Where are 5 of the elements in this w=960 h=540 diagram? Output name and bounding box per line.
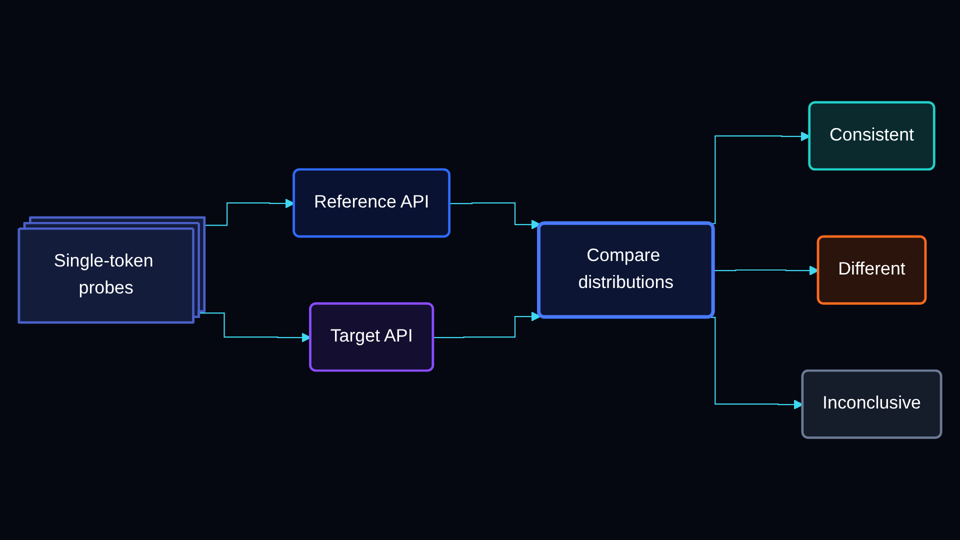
arrow bbox=[434, 312, 541, 338]
arrow bbox=[199, 312, 312, 342]
arrow bbox=[714, 266, 820, 276]
arrow bbox=[205, 198, 295, 226]
arrow bbox=[450, 202, 541, 230]
